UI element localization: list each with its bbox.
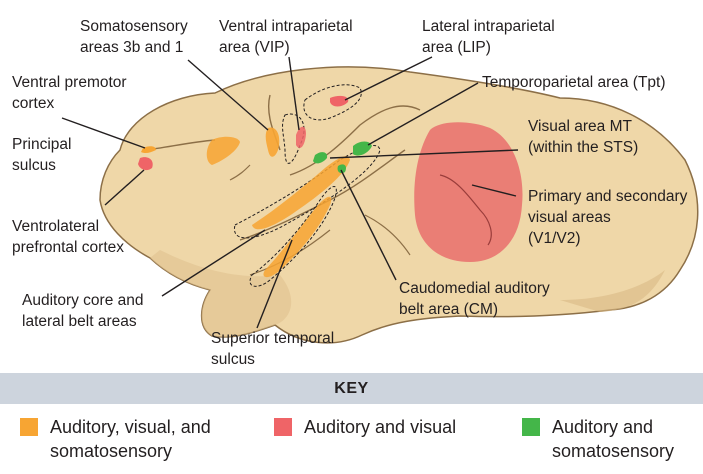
label-premotor: Ventral premotor cortex	[12, 72, 127, 114]
red-swatch	[274, 418, 292, 436]
green-swatch	[522, 418, 540, 436]
orange-swatch	[20, 418, 38, 436]
brain-figure: Somatosensory areas 3b and 1 Ventral int…	[0, 0, 703, 370]
key-label: Auditory and somatosensory	[552, 415, 674, 463]
label-cm: Caudomedial auditory belt area (CM)	[399, 278, 550, 320]
label-mt: Visual area MT (within the STS)	[528, 116, 638, 158]
key-label: Auditory, visual, and somatosensory	[50, 415, 211, 463]
v1v2-area	[414, 122, 522, 262]
key-label: Auditory and visual	[304, 415, 456, 439]
label-vip: Ventral intraparietal area (VIP)	[219, 16, 353, 58]
label-sts: Superior temporal sulcus	[211, 328, 334, 370]
label-auditory-core: Auditory core and lateral belt areas	[22, 290, 144, 332]
key-title: KEY	[0, 373, 703, 404]
label-vlpfc: Ventrolateral prefrontal cortex	[12, 216, 124, 258]
label-lip: Lateral intraparietal area (LIP)	[422, 16, 555, 58]
label-v1v2: Primary and secondary visual areas (V1/V…	[528, 186, 687, 249]
label-principal: Principal sulcus	[12, 134, 71, 176]
label-somatosensory: Somatosensory areas 3b and 1	[80, 16, 188, 58]
label-tpt: Temporoparietal area (Tpt)	[482, 72, 666, 93]
